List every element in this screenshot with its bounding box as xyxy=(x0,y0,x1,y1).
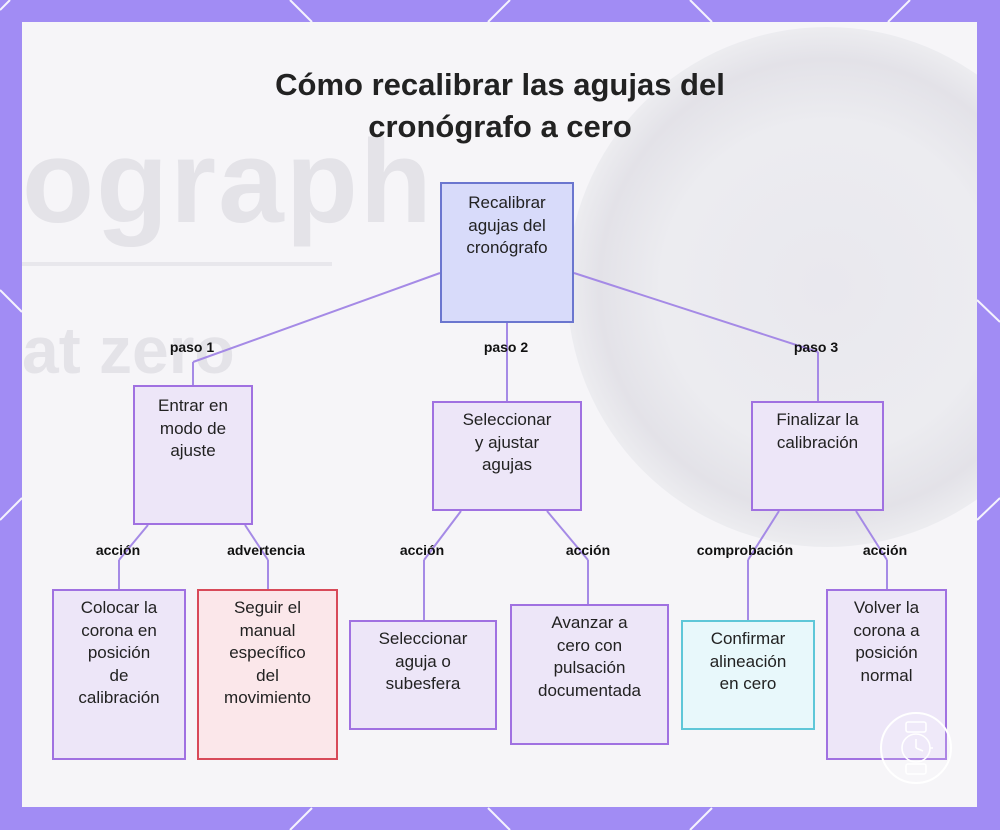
edge-step2-a3 xyxy=(546,510,589,561)
edge-step2-a2 xyxy=(423,510,462,561)
node-step-1: Entrar en modo de ajuste xyxy=(133,385,253,525)
edge-step3-a4 xyxy=(855,510,888,561)
edge-step1-a1 xyxy=(118,524,149,561)
background-watermark-rule xyxy=(22,262,332,266)
edge-step3-c1 xyxy=(747,510,780,561)
node-root: Recalibrar agujas del cronógrafo xyxy=(440,182,574,323)
edge-label-accion-4: acción xyxy=(862,542,908,558)
edge-label-paso-1: paso 1 xyxy=(169,339,215,355)
node-action-advance-zero: Avanzar a cero con pulsación documentada xyxy=(510,604,669,745)
background-watermark-word: ograph xyxy=(22,116,434,248)
edge-root-step3 xyxy=(573,272,819,353)
edge-label-paso-2: paso 2 xyxy=(483,339,529,355)
node-step-2: Seleccionar y ajustar agujas xyxy=(432,401,582,511)
edge-label-accion-2: acción xyxy=(399,542,445,558)
node-check-alignment: Confirmar alineación en cero xyxy=(681,620,815,730)
diagram-title: Cómo recalibrar las agujas del cronógraf… xyxy=(275,67,725,144)
node-warning-manual: Seguir el manual específico del movimien… xyxy=(197,589,338,760)
edge-label-advertencia: advertencia xyxy=(227,542,305,558)
edge-step1-w1 xyxy=(244,524,269,561)
edge-label-paso-3: paso 3 xyxy=(793,339,839,355)
edge-label-accion-3: acción xyxy=(565,542,611,558)
edge-label-comprobacion: comprobación xyxy=(696,542,794,558)
node-step-3: Finalizar la calibración xyxy=(751,401,884,511)
watch-logo-icon xyxy=(880,712,952,784)
background-watermark-subword: at zero xyxy=(22,313,235,387)
node-action-calibration-position: Colocar la corona en posición de calibra… xyxy=(52,589,186,760)
edge-root-step1 xyxy=(192,272,441,363)
node-action-select-hand: Seleccionar aguja o subesfera xyxy=(349,620,497,730)
edge-label-accion-1: acción xyxy=(95,542,141,558)
